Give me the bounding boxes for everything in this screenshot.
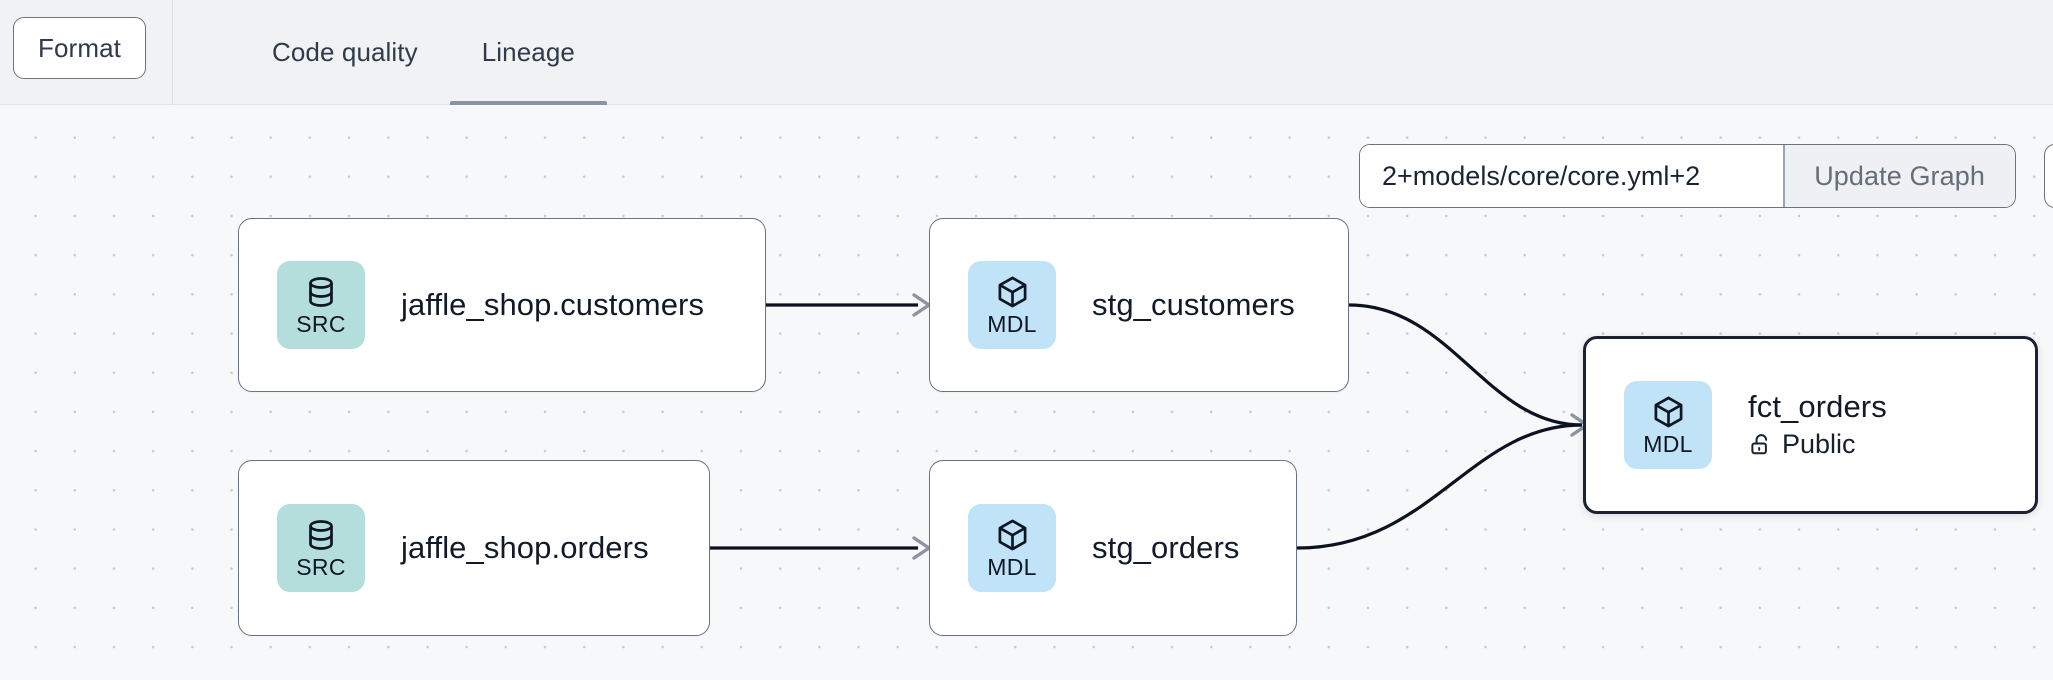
model-badge: MDL bbox=[968, 261, 1056, 349]
node-title: jaffle_shop.customers bbox=[401, 286, 705, 322]
lineage-node-jaffle-shop-orders[interactable]: SRC jaffle_shop.orders bbox=[238, 460, 710, 636]
tab-lineage[interactable]: Lineage bbox=[449, 0, 607, 105]
model-badge: MDL bbox=[1624, 381, 1712, 469]
source-badge-label: SRC bbox=[296, 554, 346, 580]
source-badge-label: SRC bbox=[296, 311, 346, 337]
source-badge: SRC bbox=[277, 261, 365, 349]
node-body: stg_orders bbox=[1092, 529, 1240, 566]
right-edge-panel[interactable] bbox=[2044, 144, 2053, 208]
cube-icon bbox=[998, 276, 1026, 308]
unlock-icon bbox=[1751, 434, 1768, 455]
tab-bar: Code quality Lineage bbox=[172, 0, 607, 105]
lineage-node-fct-orders[interactable]: MDL fct_orders Public bbox=[1583, 336, 2038, 514]
model-badge-label: MDL bbox=[987, 554, 1037, 580]
edge-stg-customers-to-fct-orders bbox=[1348, 303, 1583, 427]
node-access-label: Public bbox=[1782, 429, 1856, 460]
edge-stg-orders-to-fct-orders bbox=[1296, 413, 1589, 550]
node-title: stg_orders bbox=[1092, 529, 1240, 565]
node-title: fct_orders bbox=[1748, 389, 1887, 425]
tab-active-indicator bbox=[449, 101, 607, 105]
database-icon bbox=[309, 520, 333, 550]
selector-divider bbox=[1783, 145, 1785, 207]
format-button[interactable]: Format bbox=[13, 17, 146, 79]
node-body: jaffle_shop.orders bbox=[401, 529, 649, 566]
graph-selector-group: Update Graph bbox=[1359, 144, 2016, 208]
lineage-canvas[interactable]: SRC jaffle_shop.customers MDL stg_custom… bbox=[0, 105, 2053, 680]
node-body: stg_customers bbox=[1092, 286, 1295, 323]
update-graph-button[interactable]: Update Graph bbox=[1784, 145, 2015, 207]
node-title: stg_customers bbox=[1092, 286, 1295, 322]
node-body: jaffle_shop.customers bbox=[401, 286, 705, 323]
model-badge-label: MDL bbox=[1643, 431, 1693, 457]
lineage-edges bbox=[710, 293, 1589, 560]
cube-icon bbox=[1654, 396, 1682, 428]
lineage-node-stg-customers[interactable]: MDL stg_customers bbox=[929, 218, 1349, 392]
lineage-node-jaffle-shop-customers[interactable]: SRC jaffle_shop.customers bbox=[238, 218, 766, 392]
model-badge-label: MDL bbox=[987, 311, 1037, 337]
model-badge: MDL bbox=[968, 504, 1056, 592]
toolbar: Format Code quality Lineage bbox=[0, 0, 2053, 105]
tab-code-quality[interactable]: Code quality bbox=[240, 0, 450, 105]
node-title: jaffle_shop.orders bbox=[401, 529, 649, 565]
edge-orders-to-stg-orders bbox=[710, 536, 931, 560]
node-body: fct_orders Public bbox=[1748, 390, 1887, 459]
cube-icon bbox=[998, 519, 1026, 551]
toolbar-divider bbox=[172, 0, 173, 105]
tab-lineage-label: Lineage bbox=[481, 37, 575, 67]
node-access: Public bbox=[1748, 429, 1887, 460]
graph-selector-input[interactable] bbox=[1360, 145, 1783, 207]
database-icon bbox=[309, 277, 333, 307]
lineage-node-stg-orders[interactable]: MDL stg_orders bbox=[929, 460, 1297, 636]
tab-code-quality-label: Code quality bbox=[272, 37, 418, 67]
edge-customers-to-stg-customers bbox=[766, 293, 931, 317]
source-badge: SRC bbox=[277, 504, 365, 592]
